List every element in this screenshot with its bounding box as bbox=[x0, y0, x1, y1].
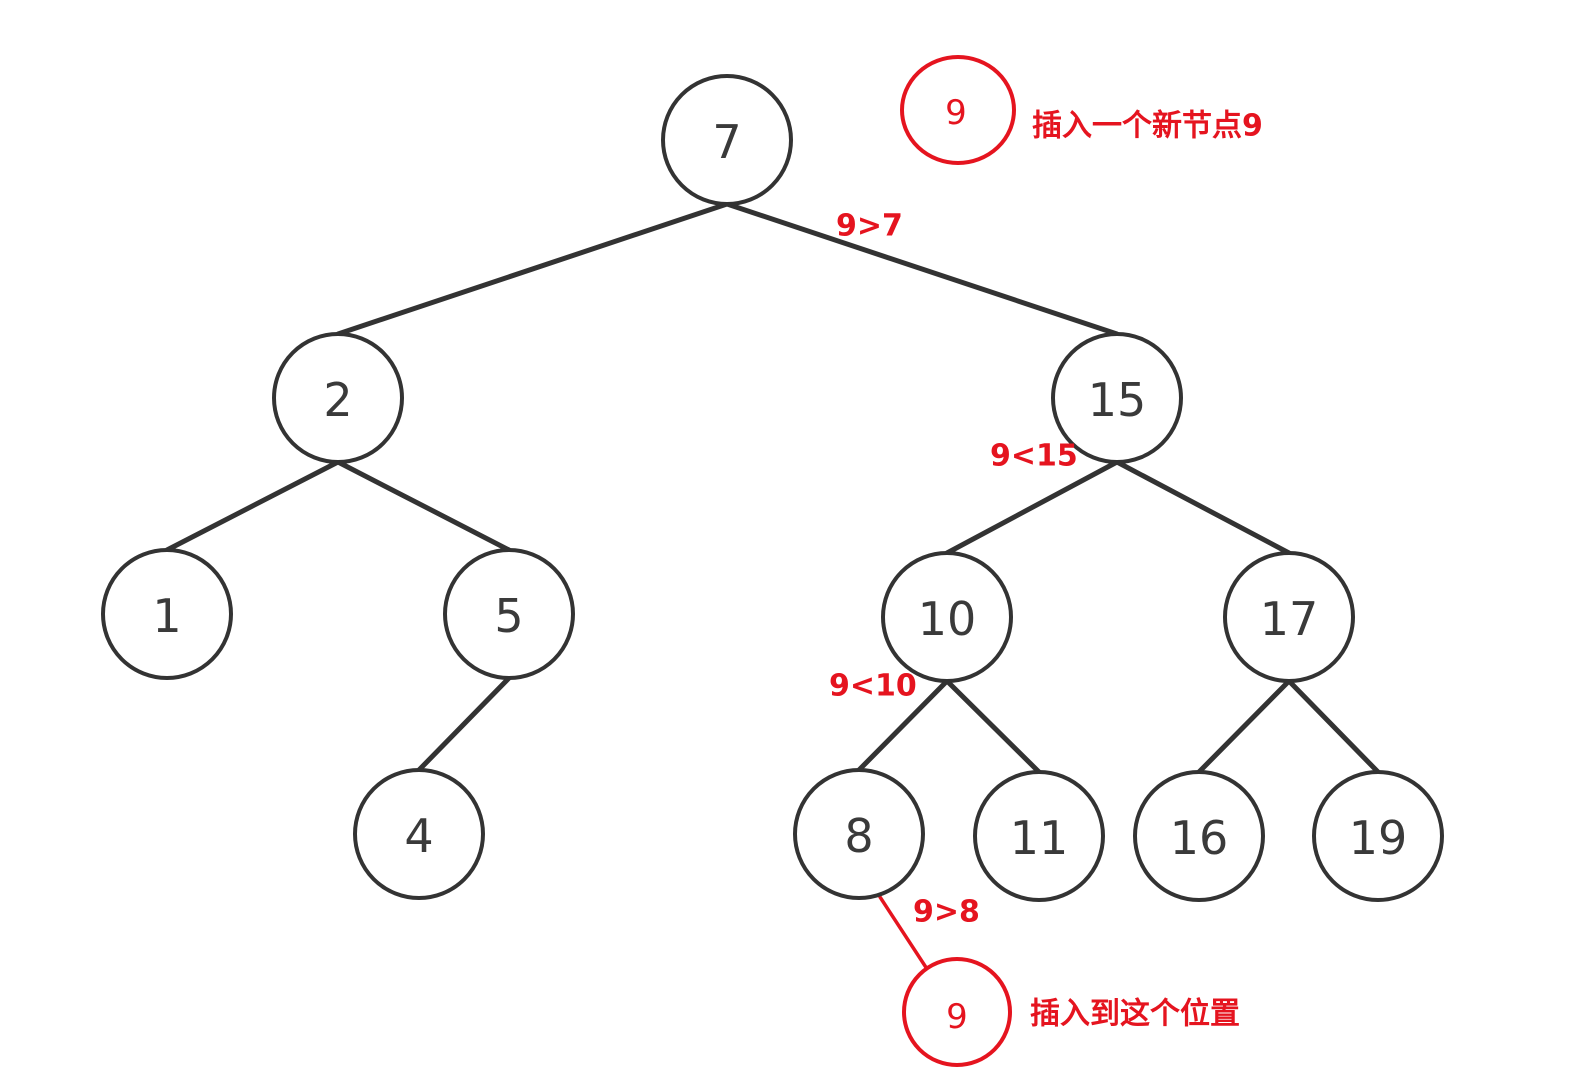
node-label: 1 bbox=[152, 589, 181, 643]
node-label: 10 bbox=[918, 592, 977, 646]
node-circle bbox=[353, 768, 485, 900]
inserted-caption: 插入到这个位置 bbox=[1030, 997, 1240, 1032]
new-node-label: 9 bbox=[945, 93, 967, 133]
node-label: 15 bbox=[1088, 373, 1147, 427]
node-circle bbox=[272, 332, 404, 464]
node-label: 5 bbox=[494, 589, 523, 643]
node-circle bbox=[1223, 551, 1355, 683]
tree-node-11: 11 bbox=[973, 770, 1105, 902]
tree-node-15: 15 bbox=[1051, 332, 1183, 464]
edge-7-to-15 bbox=[724, 201, 1120, 337]
tree-node-7: 7 bbox=[661, 74, 793, 206]
node-circle bbox=[443, 548, 575, 680]
tree-node-1: 1 bbox=[101, 548, 233, 680]
inserted-node-label: 9 bbox=[946, 997, 968, 1037]
comparison-9-lt-15: 9<15 bbox=[990, 439, 1078, 474]
edge-17-to-19 bbox=[1286, 678, 1381, 775]
edge-7-to-2 bbox=[335, 201, 730, 337]
node-circle bbox=[1312, 770, 1444, 902]
edge-15-to-10 bbox=[944, 459, 1120, 556]
comparison-9-gt-8: 9>8 bbox=[913, 895, 980, 930]
inserted-node-9: 9 bbox=[902, 957, 1012, 1067]
node-circle bbox=[881, 551, 1013, 683]
edge-8-to-new-9 bbox=[878, 895, 931, 974]
node-circle bbox=[973, 770, 1105, 902]
node-circle bbox=[661, 74, 793, 206]
new-node-caption: 插入一个新节点9 bbox=[1032, 109, 1263, 144]
tree-node-10: 10 bbox=[881, 551, 1013, 683]
tree-node-4: 4 bbox=[353, 768, 485, 900]
tree-node-16: 16 bbox=[1133, 770, 1265, 902]
edge-10-to-8 bbox=[856, 678, 950, 773]
node-label: 17 bbox=[1260, 592, 1319, 646]
edge-2-to-5 bbox=[335, 459, 512, 553]
edge-2-to-1 bbox=[164, 459, 341, 553]
comparison-9-gt-7: 9>7 bbox=[836, 209, 903, 244]
node-circle bbox=[101, 548, 233, 680]
node-circle bbox=[793, 768, 925, 900]
node-label: 7 bbox=[712, 115, 741, 169]
node-circle bbox=[1133, 770, 1265, 902]
new-node-9: 9 bbox=[900, 55, 1016, 165]
edge-15-to-17 bbox=[1114, 459, 1292, 556]
comparison-9-lt-10: 9<10 bbox=[829, 669, 917, 704]
tree-node-8: 8 bbox=[793, 768, 925, 900]
edge-17-to-16 bbox=[1196, 678, 1292, 775]
tree-edges bbox=[164, 201, 1381, 775]
node-label: 16 bbox=[1170, 811, 1229, 865]
edge-5-to-4 bbox=[416, 675, 512, 773]
tree-node-17: 17 bbox=[1223, 551, 1355, 683]
tree-node-19: 19 bbox=[1312, 770, 1444, 902]
node-label: 4 bbox=[404, 809, 433, 863]
node-label: 2 bbox=[323, 373, 352, 427]
node-label: 8 bbox=[844, 809, 873, 863]
node-circle bbox=[1051, 332, 1183, 464]
node-label: 11 bbox=[1010, 811, 1069, 865]
tree-node-5: 5 bbox=[443, 548, 575, 680]
node-label: 19 bbox=[1349, 811, 1408, 865]
tree-node-2: 2 bbox=[272, 332, 404, 464]
edge-10-to-11 bbox=[944, 678, 1042, 775]
